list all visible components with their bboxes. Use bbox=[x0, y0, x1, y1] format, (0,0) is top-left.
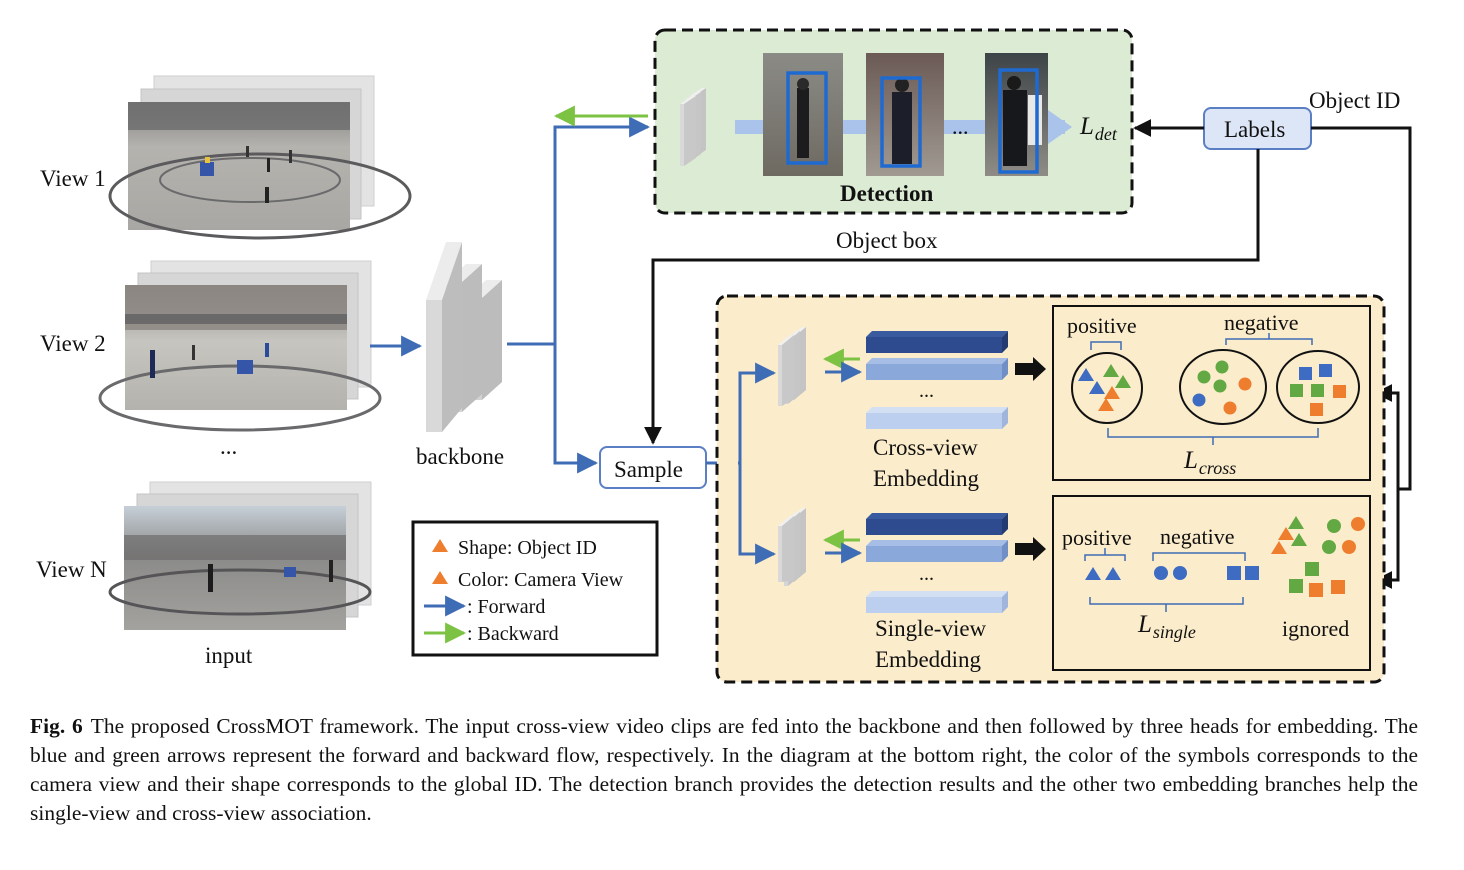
single-positive-label: positive bbox=[1062, 525, 1132, 550]
single-view-embedding-bars bbox=[866, 513, 1008, 613]
cross-view-output-arrow bbox=[1015, 357, 1046, 381]
cross-view-label-line1: Cross-view bbox=[873, 435, 978, 460]
cross-negative-label: negative bbox=[1224, 310, 1299, 335]
cross-negative-cluster-squares bbox=[1276, 350, 1360, 424]
input-label: input bbox=[205, 643, 253, 668]
single-view-feature-stack bbox=[778, 508, 806, 586]
legend-color-triangle-icon bbox=[432, 571, 448, 584]
sample-to-heads-arrows bbox=[738, 362, 777, 565]
legend-box bbox=[411, 520, 659, 657]
single-view-ellipsis: ... bbox=[919, 563, 934, 585]
detection-feature-stack bbox=[680, 88, 706, 166]
views-ellipsis: ... bbox=[220, 434, 237, 459]
figure-caption-label: Fig. 6 bbox=[30, 714, 83, 738]
detection-loss: Ldet bbox=[1079, 113, 1118, 144]
cross-negative-squares bbox=[1290, 364, 1346, 416]
legend-forward-text: : Forward bbox=[467, 596, 545, 618]
cross-view-ellipsis: ... bbox=[919, 380, 934, 402]
ignored-label: ignored bbox=[1282, 616, 1349, 641]
single-view-label-line2: Embedding bbox=[875, 647, 982, 672]
view-2-frames bbox=[98, 260, 382, 432]
view-1-label: View 1 bbox=[40, 166, 106, 191]
framework-diagram: View 1 View 2 ... View N input bbox=[36, 28, 1412, 684]
detection-crop-3 bbox=[985, 53, 1048, 176]
single-negative-bracket bbox=[1152, 552, 1246, 561]
cross-negative-bracket bbox=[1225, 333, 1313, 345]
object-id-to-cross-arrow bbox=[1311, 126, 1412, 491]
single-loss-bracket bbox=[1089, 597, 1244, 612]
view-n-label: View N bbox=[36, 557, 107, 582]
legend-backward-text: : Backward bbox=[467, 623, 559, 645]
sample-box bbox=[599, 446, 707, 489]
backbone-block bbox=[426, 242, 502, 432]
single-negative-shapes bbox=[1154, 566, 1259, 580]
backbone-forward-arrows bbox=[507, 116, 651, 474]
cross-view-embedding-bars bbox=[866, 331, 1008, 429]
single-negative-label: negative bbox=[1160, 524, 1235, 549]
detection-crop-1 bbox=[763, 53, 843, 176]
cross-positive-label: positive bbox=[1067, 313, 1137, 338]
cross-loss: Lcross bbox=[1183, 447, 1236, 478]
sample-box-text: Sample bbox=[614, 457, 683, 482]
legend-color-text: Color: Camera View bbox=[458, 569, 624, 591]
object-id-label: Object ID bbox=[1309, 88, 1400, 113]
cross-positive-triangles bbox=[1078, 364, 1131, 411]
backbone-label: backbone bbox=[416, 444, 504, 469]
detection-title: Detection bbox=[840, 181, 933, 206]
legend-shape-triangle-icon bbox=[432, 539, 448, 552]
view-1-frames bbox=[108, 75, 412, 240]
detection-ellipsis: ... bbox=[952, 114, 969, 139]
ignored-shapes bbox=[1271, 516, 1365, 597]
object-box-label: Object box bbox=[836, 228, 938, 253]
labels-box-text: Labels bbox=[1224, 117, 1285, 142]
view-n-frames bbox=[108, 481, 372, 630]
cross-loss-bracket bbox=[1107, 428, 1319, 445]
cross-negative-cluster-circles bbox=[1179, 349, 1267, 425]
single-positive-bracket bbox=[1084, 548, 1126, 561]
cross-view-feature-stack bbox=[778, 327, 806, 406]
single-positive-triangles bbox=[1085, 567, 1121, 580]
legend-shape-text: Shape: Object ID bbox=[458, 537, 597, 559]
single-view-output-arrow bbox=[1015, 537, 1046, 561]
object-box-arrow bbox=[644, 149, 1260, 445]
single-loss: Lsingle bbox=[1137, 611, 1196, 642]
cross-positive-cluster bbox=[1071, 352, 1143, 424]
detection-crop-2 bbox=[866, 53, 944, 176]
cross-negative-circles bbox=[1192, 360, 1252, 415]
cross-positive-bracket bbox=[1090, 341, 1122, 350]
single-view-label-line1: Single-view bbox=[875, 616, 987, 641]
figure-caption-text: The proposed CrossMOT framework. The inp… bbox=[30, 714, 1418, 825]
view-2-label: View 2 bbox=[40, 331, 106, 356]
cross-view-label-line2: Embedding bbox=[873, 466, 980, 491]
